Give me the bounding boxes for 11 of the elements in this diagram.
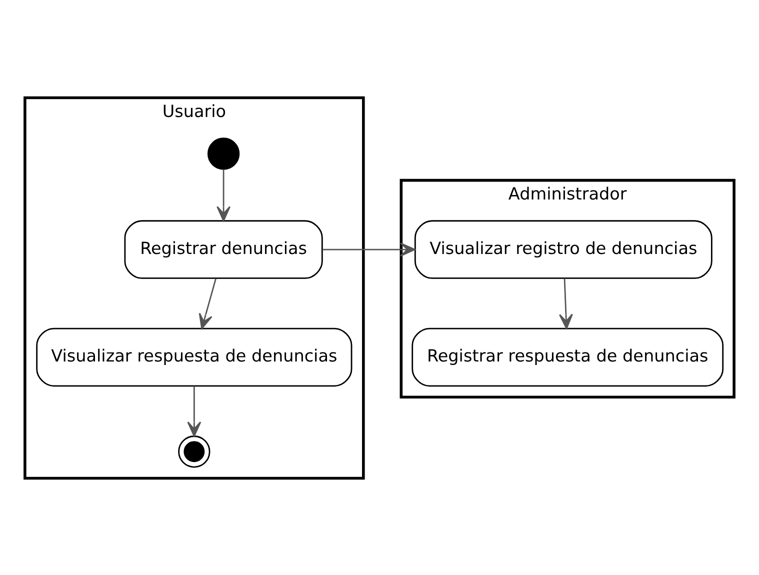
arrow — [558, 278, 573, 329]
node-box: Visualizar respuesta de denuncias — [36, 327, 352, 386]
arrow — [187, 386, 202, 436]
arrow — [216, 168, 231, 221]
node-box: Registrar respuesta de denuncias — [412, 327, 724, 386]
node-box: Visualizar registro de denuncias — [414, 220, 712, 278]
node-circle — [178, 435, 210, 468]
node-circle — [207, 137, 240, 170]
arrow — [322, 242, 416, 256]
arrow — [198, 278, 216, 329]
node-box: Registrar denuncias — [124, 220, 323, 278]
